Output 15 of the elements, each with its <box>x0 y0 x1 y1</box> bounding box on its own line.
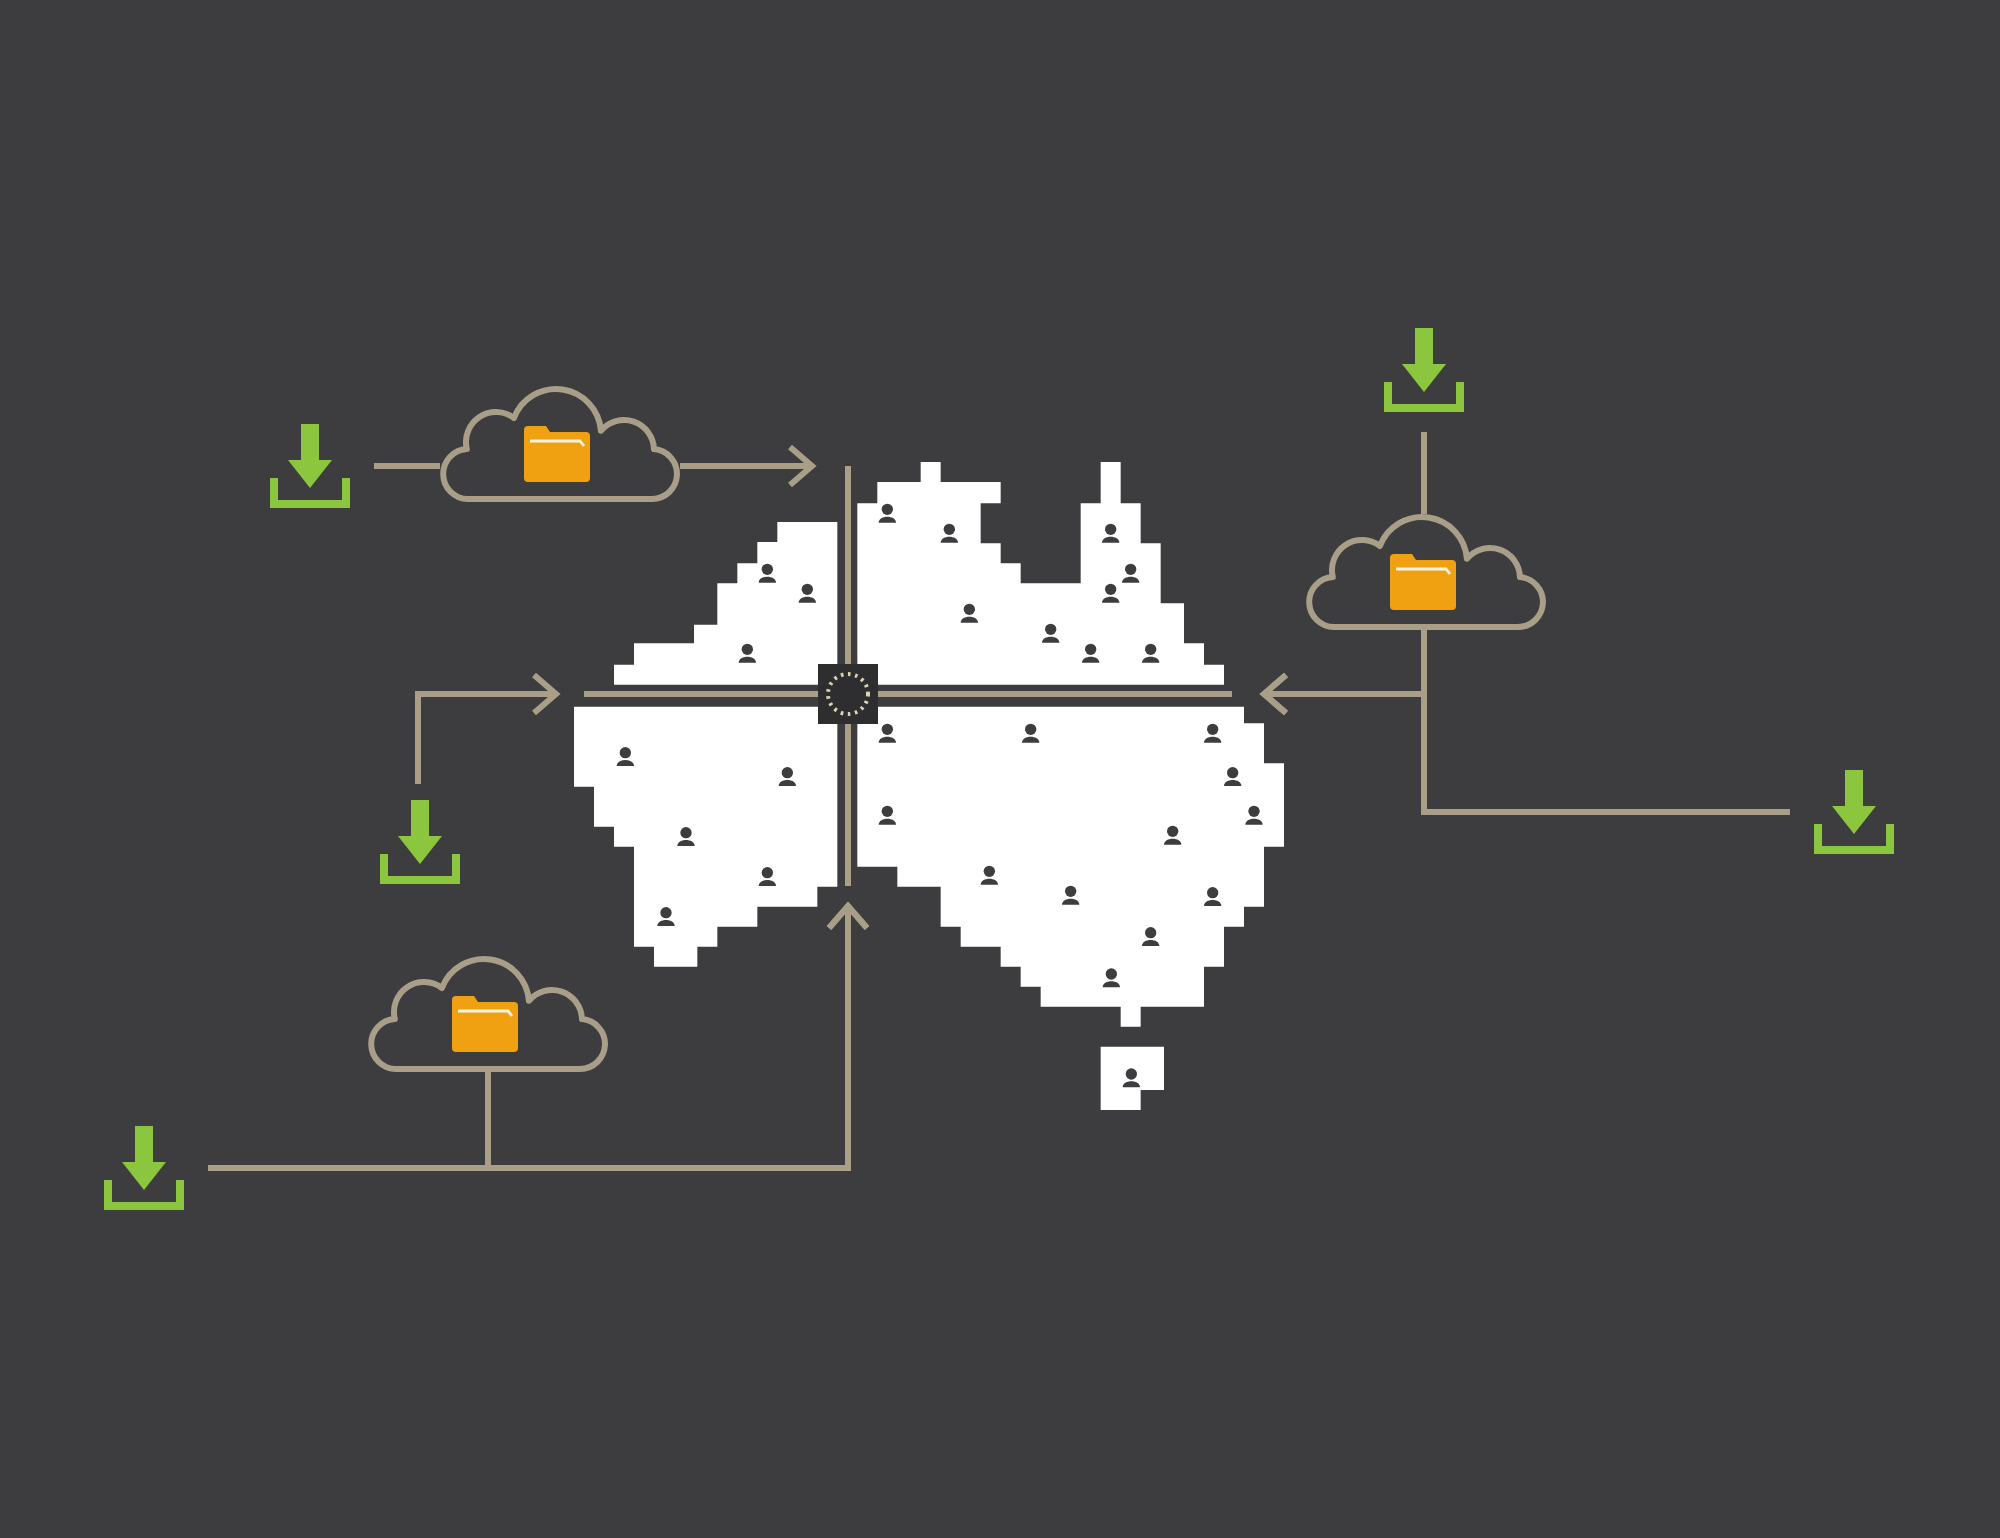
download-icon <box>104 1126 184 1210</box>
download-icon <box>270 424 350 508</box>
cloud-shape <box>1306 514 1546 630</box>
cloud-shape <box>440 386 680 502</box>
cross-connector <box>584 466 1232 886</box>
download-icon <box>1384 328 1464 412</box>
arrow <box>415 672 559 784</box>
arrow <box>680 444 815 488</box>
cloud-shape <box>368 956 608 1072</box>
arrow <box>1261 672 1790 815</box>
connector-line <box>1421 432 1427 514</box>
arrow <box>485 903 870 1171</box>
connector-line <box>374 463 440 469</box>
download-icon <box>380 800 460 884</box>
download-icon <box>1814 770 1894 854</box>
